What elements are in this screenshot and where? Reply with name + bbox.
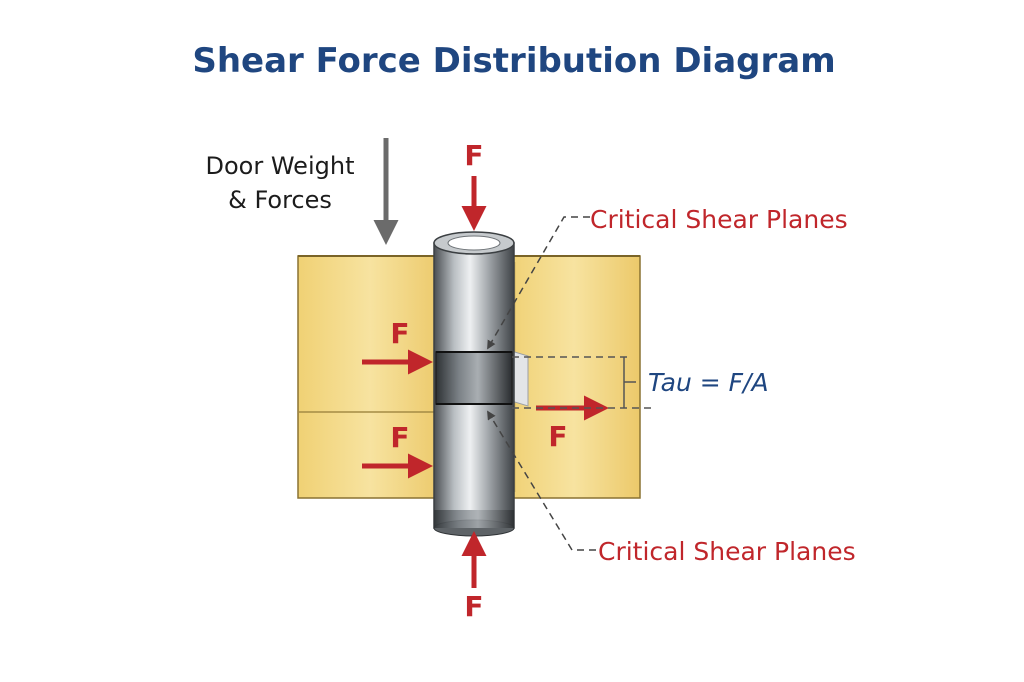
callout-leader-top: [487, 216, 590, 350]
critical-shear-planes-label-top: Critical Shear Planes: [590, 205, 848, 234]
middle-knuckle: [435, 351, 513, 405]
force-label-right: F: [548, 420, 567, 453]
shear-plane-dimension: [512, 356, 652, 409]
left-hinge-leaf: [297, 255, 443, 499]
critical-shear-planes-label-bottom: Critical Shear Planes: [598, 537, 856, 566]
shear-stress-equation: Tau = F/A: [648, 368, 769, 397]
door-weight-label-line2: & Forces: [228, 186, 332, 214]
force-label-left-lower: F: [390, 421, 409, 454]
diagram-title: Shear Force Distribution Diagram: [192, 41, 835, 81]
force-label-bottom: F: [464, 590, 483, 623]
door-weight-label-line1: Door Weight: [206, 152, 355, 180]
right-hinge-leaf: [507, 255, 641, 499]
force-label-top: F: [464, 139, 483, 172]
force-label-left-upper: F: [390, 317, 409, 350]
callout-leader-bottom: [487, 410, 596, 551]
